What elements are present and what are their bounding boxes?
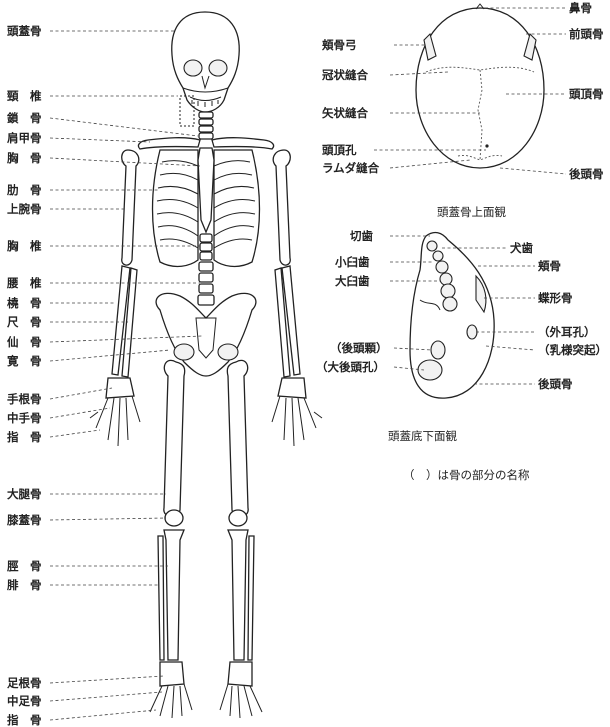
label-sphenoid-bone: 蝶形骨 [538,291,573,305]
label-carpals: 手根骨 [7,392,42,406]
label-thoracic-vertebrae: 胸 椎 [7,239,42,253]
label-sternum: 胸 骨 [7,151,42,165]
parenthesis-note: （ ）は骨の部分の名称 [403,468,530,482]
label-canine: 犬歯 [510,241,533,255]
label-clavicle: 鎖 骨 [7,111,42,125]
label-tarsals: 足根骨 [7,676,42,690]
skeleton-figure [90,12,322,718]
caption-skull-base: 頭蓋底下面観 [388,429,457,443]
label-parietal-bone: 頭頂骨 [569,87,604,101]
label-molars: 大臼歯 [335,274,370,288]
label-metatarsals: 中足骨 [7,694,42,708]
skull-base-view [390,233,535,399]
label-ribs: 肋 骨 [7,183,42,197]
skeleton-labels: 頭蓋骨 頸 椎 鎖 骨 肩甲骨 胸 骨 肋 骨 上腕骨 胸 椎 腰 椎 橈 骨 … [6,24,42,727]
label-coronal-suture: 冠状縫合 [322,68,368,82]
label-cervical-vertebrae: 頸 椎 [7,89,42,103]
label-external-ear-canal: （外耳孔） [538,325,596,339]
label-lumbar-vertebrae: 腰 椎 [6,276,42,290]
label-parietal-foramen: 頭頂孔 [322,143,357,157]
label-incisors: 切歯 [350,229,373,243]
label-zygomatic-arch: 頬骨弓 [321,38,357,52]
label-premolars: 小臼歯 [334,255,370,269]
label-sacrum: 仙 骨 [7,335,42,349]
label-sagittal-suture: 矢状縫合 [322,106,368,120]
label-hand-phalanges: 指 骨 [7,430,42,444]
label-ulna: 尺 骨 [7,315,42,329]
label-patella: 膝蓋骨 [7,513,42,527]
label-lambdoid-suture: ラムダ縫合 [322,161,380,175]
label-radius: 橈 骨 [7,296,42,310]
label-femur: 大腿骨 [7,487,42,501]
label-zygomatic-bone: 頬骨 [537,259,561,273]
skull-top-view [374,4,566,174]
label-occipital-bone-base: 後頭骨 [538,377,573,391]
label-frontal-bone: 前頭骨 [569,27,604,41]
label-foramen-magnum: （大後頭孔） [316,360,385,374]
label-skull: 頭蓋骨 [7,24,42,38]
label-tibia: 脛 骨 [7,559,42,573]
label-fibula: 腓 骨 [7,578,42,592]
label-nasal-bone: 鼻骨 [569,1,592,15]
label-scapula: 肩甲骨 [7,131,42,145]
label-occipital-bone-top: 後頭骨 [569,167,604,181]
label-occipital-condyle: （後頭顆） [330,341,388,355]
label-mastoid-process: （乳様突起） [538,343,607,357]
label-hip-bone: 寛 骨 [7,354,42,368]
label-humerus: 上腕骨 [7,202,42,216]
caption-skull-top: 頭蓋骨上面観 [437,205,506,219]
label-foot-phalanges: 指 骨 [7,713,42,727]
label-metacarpals: 中手骨 [7,411,42,425]
